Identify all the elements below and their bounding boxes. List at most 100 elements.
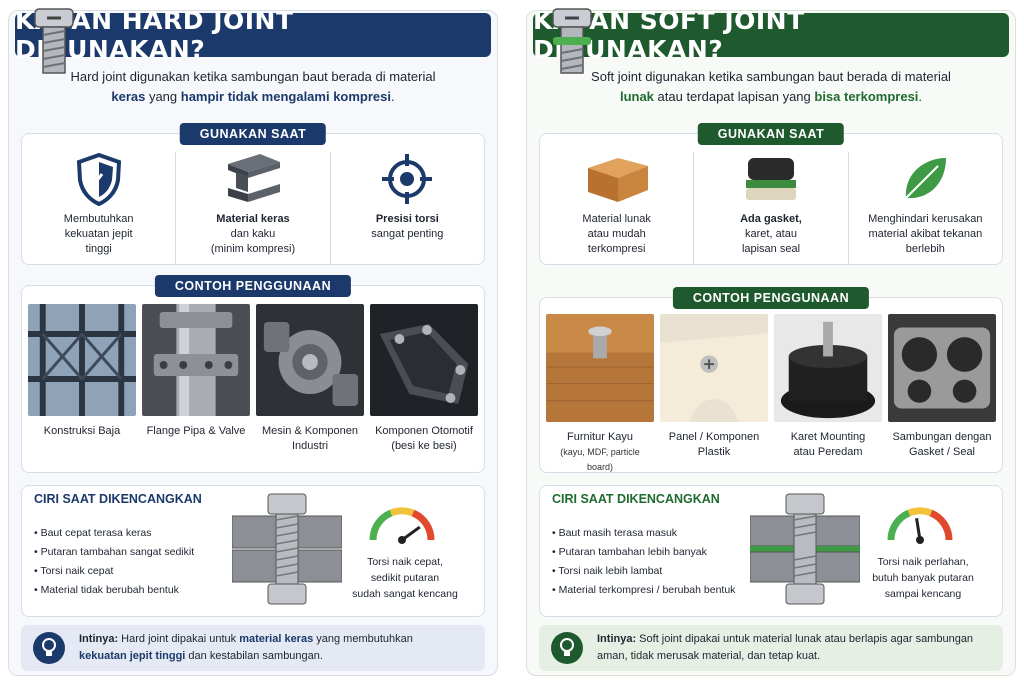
hard-joint-panel: KAPAN HARD JOINT DIGUNAKAN? Hard joint d…: [8, 6, 498, 676]
auto-part-image: [370, 304, 478, 416]
soft-joint-diagram: [750, 493, 860, 605]
use-when-text: tinggi: [85, 243, 112, 255]
example-label: Konstruksi Baja: [43, 425, 121, 437]
summary-part: yang membutuhkan: [313, 633, 413, 645]
trait-item: Material terkompresi / berubah bentuk: [552, 581, 736, 600]
gauge-caption-line: sampai kencang: [884, 588, 962, 600]
page-title: KAPAN HARD JOINT DIGUNAKAN?: [15, 6, 294, 64]
use-when-text: atau mudah: [587, 228, 646, 240]
rubber-mount-image: [774, 314, 882, 422]
summary-footer: Intinya: Soft joint dipakai untuk materi…: [539, 625, 1003, 671]
traits-list: Baut cepat terasa keras Putaran tambahan…: [34, 524, 194, 600]
soft-joint-panel: KAPAN SOFT JOINT DIGUNAKAN? Soft joint d…: [526, 6, 1016, 676]
use-when-text: (minim kompresi): [210, 243, 296, 255]
intro-text: Soft joint digunakan ketika sambungan ba…: [547, 67, 995, 107]
use-when-label: GUNAKAN SAAT: [697, 123, 845, 145]
wood-block-icon: [587, 158, 648, 202]
example-label: Mesin & Komponen: [262, 425, 358, 437]
intro-highlight: lunak: [619, 89, 654, 104]
use-when-text: sangat penting: [371, 228, 444, 240]
example-item: Karet Mounting atau Peredam: [774, 314, 882, 475]
page-title: KAPAN SOFT JOINT DIGUNAKAN?: [533, 6, 805, 64]
example-label: Komponen Otomotif: [375, 425, 473, 437]
examples-section: CONTOH PENGGUNAAN Konstruksi Baja: [21, 275, 485, 473]
use-when-text: lapisan seal: [741, 243, 801, 255]
gauge-caption: Torsi naik perlahan, butuh banyak putara…: [858, 554, 988, 602]
traits-list: Baut masih terasa masuk Putaran tambahan…: [552, 524, 735, 600]
examples-section: CONTOH PENGGUNAAN Furnitur Kayu (kayu, M…: [539, 287, 1003, 475]
use-when-text: Presisi torsi: [375, 213, 439, 225]
use-when-text: berlebih: [905, 243, 945, 255]
intro-line: Hard joint digunakan ketika sambungan ba…: [70, 69, 436, 84]
steel-structure-image: [28, 304, 136, 416]
use-when-text: Membutuhkan: [63, 213, 134, 225]
trait-item: Torsi naik cepat: [34, 562, 194, 581]
lightbulb-icon: [33, 632, 65, 664]
use-when-label: GUNAKAN SAAT: [179, 123, 327, 145]
example-item: Furnitur Kayu (kayu, MDF, particle board…: [546, 314, 654, 475]
trait-item: Putaran tambahan sangat sedikit: [34, 543, 195, 562]
example-label: Flange Pipa & Valve: [146, 425, 246, 437]
example-sublabel: Industri: [291, 440, 329, 452]
use-when-item: Material keras dan kaku (minim kompresi): [175, 152, 329, 264]
example-label: Panel / Komponen: [668, 431, 760, 443]
use-when-item: Menghindari kerusakan material akibat te…: [847, 152, 1002, 264]
example-item: Flange Pipa & Valve: [142, 304, 250, 454]
summary-footer: Intinya: Hard joint dipakai untuk materi…: [21, 625, 485, 671]
trait-item: Baut cepat terasa keras: [34, 524, 194, 543]
use-when-text: Material lunak: [582, 213, 651, 225]
example-item: Sambungan dengan Gasket / Seal: [888, 314, 996, 475]
summary-text: Intinya: Hard joint dipakai untuk materi…: [79, 631, 413, 665]
gauge-caption-line: Torsi naik cepat,: [367, 556, 443, 568]
lightbulb-icon: [551, 632, 583, 664]
summary-lead: Intinya:: [597, 633, 637, 645]
steel-beam-icon: [227, 154, 280, 202]
summary-text: Intinya: Soft joint dipakai untuk materi…: [597, 631, 973, 665]
use-when-text: Ada gasket,: [740, 213, 802, 225]
intro-line: .: [918, 89, 923, 104]
hard-joint-diagram: [232, 493, 342, 605]
use-when-item: Presisi torsi sangat penting: [329, 152, 484, 264]
example-sublabel: (kayu, MDF, particle board): [560, 447, 640, 472]
gauge-caption-line: Torsi naik perlahan,: [877, 556, 969, 568]
example-item: Konstruksi Baja: [28, 304, 136, 454]
intro-line: .: [391, 89, 395, 104]
intro-text: Hard joint digunakan ketika sambungan ba…: [29, 67, 477, 107]
gauge-caption-line: sedikit putaran: [370, 572, 440, 584]
trait-item: Torsi naik lebih lambat: [552, 562, 735, 581]
torque-gauge: [369, 507, 435, 544]
examples-label: CONTOH PENGGUNAAN: [154, 275, 352, 297]
example-label: Karet Mounting: [790, 431, 866, 443]
trait-item: Putaran tambahan lebih banyak: [552, 543, 735, 562]
gauge-caption-line: sudah sangat kencang: [352, 588, 458, 600]
hard-joint-banner: KAPAN HARD JOINT DIGUNAKAN?: [15, 6, 491, 74]
traits-section: CIRI SAAT DIKENCANGKAN Baut cepat terasa…: [21, 485, 485, 617]
gauge-caption-line: butuh banyak putaran: [872, 572, 974, 584]
use-when-section: GUNAKAN SAAT Membutuhkan kekuatan jepit …: [21, 123, 485, 265]
example-sublabel: Plastik: [697, 446, 731, 458]
use-when-item: Ada gasket, karet, atau lapisan seal: [693, 152, 847, 264]
summary-highlight: kekuatan jepit tinggi: [79, 650, 186, 662]
shield-icon: [76, 152, 121, 206]
pipe-flange-image: [142, 304, 250, 416]
gasket-seal-image: [888, 314, 996, 422]
use-when-text: terkompresi: [587, 243, 646, 255]
bolt-with-washer-icon: [552, 8, 592, 74]
gasket-icon: [745, 158, 796, 200]
summary-part: Soft joint dipakai untuk material lunak …: [636, 633, 974, 645]
intro-line: Soft joint digunakan ketika sambungan ba…: [591, 69, 951, 84]
summary-lead: Intinya:: [79, 633, 119, 645]
traits-title: CIRI SAAT DIKENCANGKAN: [34, 492, 202, 506]
use-when-text: Menghindari kerusakan: [868, 213, 983, 225]
example-sublabel: (besi ke besi): [391, 440, 457, 452]
example-item: Komponen Otomotif (besi ke besi): [370, 304, 478, 454]
summary-part: dan kestabilan sambungan.: [185, 650, 323, 662]
example-item: Mesin & Komponen Industri: [256, 304, 364, 454]
use-when-item: Material lunak atau mudah terkompresi: [540, 152, 693, 264]
bolt-icon: [34, 8, 74, 74]
use-when-text: dan kaku: [230, 228, 276, 240]
use-when-section: GUNAKAN SAAT Material lunak atau mudah t…: [539, 123, 1003, 265]
intro-highlight: keras: [111, 89, 146, 104]
summary-highlight: material keras: [239, 633, 314, 645]
summary-part: Hard joint dipakai untuk: [118, 633, 240, 645]
